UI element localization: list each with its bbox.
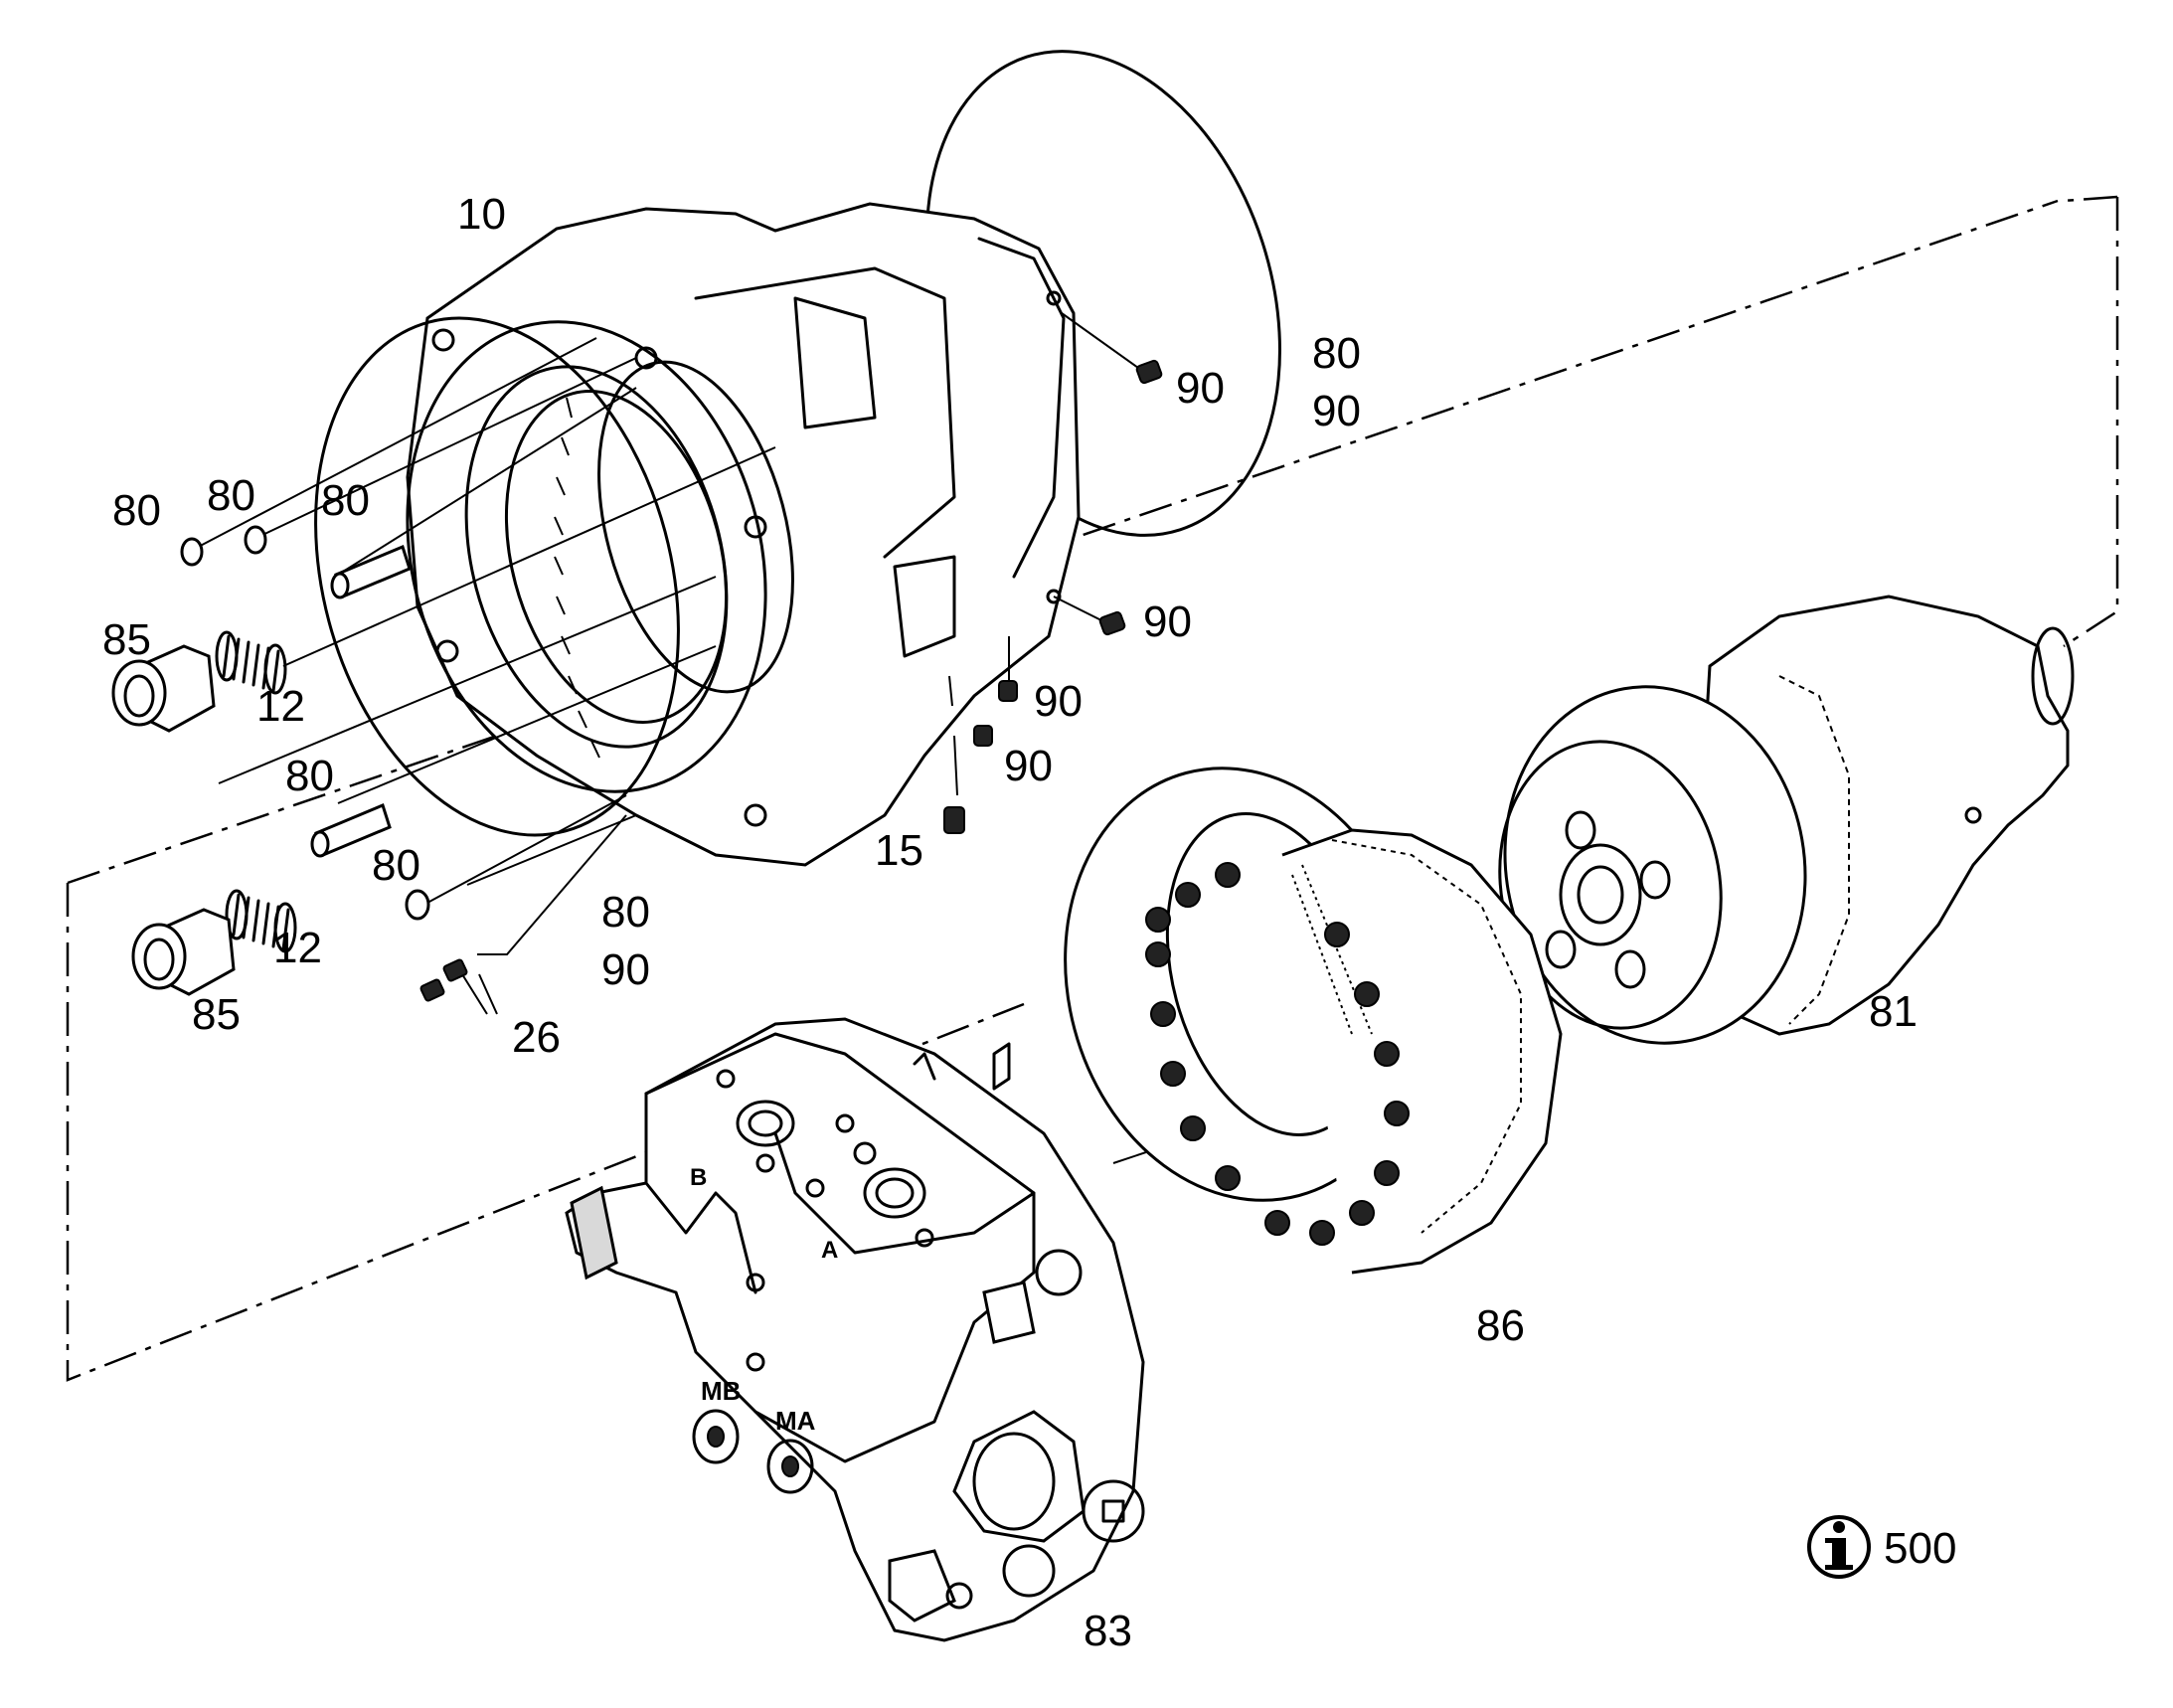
- label-80-mid: 80: [285, 752, 334, 800]
- ring-86: [1064, 767, 1563, 1275]
- plug-15: [943, 806, 965, 834]
- label-80-low2: 80: [601, 888, 650, 937]
- label-26: 26: [512, 1013, 561, 1062]
- info-icon: [1807, 1515, 1871, 1579]
- label-12-top: 12: [256, 682, 305, 731]
- port-label-mb: MB: [701, 1376, 741, 1406]
- plug-90-mid: [1098, 610, 1126, 636]
- part-labels: 10 80 90 90 80 80 80 85 12 90 90 90 80 1…: [102, 190, 1918, 1655]
- label-15: 15: [875, 826, 923, 875]
- label-80-left2: 80: [207, 471, 255, 520]
- valve-block-83: B A MB MA: [565, 1017, 1145, 1642]
- info-reference: 500: [1807, 1515, 1956, 1579]
- label-90-low: 90: [601, 945, 650, 994]
- label-500: 500: [1884, 1524, 1956, 1573]
- label-85-top: 85: [102, 615, 151, 664]
- label-86: 86: [1476, 1301, 1525, 1350]
- washer-80-c: [405, 889, 430, 921]
- piston-85-low: [131, 908, 236, 996]
- label-85-low: 85: [192, 990, 241, 1039]
- label-80-low: 80: [372, 841, 420, 890]
- label-80-top: 80: [1312, 329, 1361, 378]
- plug-90-top: [1135, 359, 1163, 385]
- ring-bolt-holes: [1145, 862, 1410, 1246]
- planet-carrier-81: [1498, 595, 2075, 1045]
- spring-12-top: [215, 630, 287, 695]
- housing-gear-teeth: [554, 397, 600, 759]
- label-90-c: 90: [1034, 677, 1083, 726]
- plug-90-c: [973, 725, 993, 747]
- label-90-d: 90: [1004, 742, 1053, 790]
- pin-low: [310, 802, 392, 858]
- port-label-ma: MA: [775, 1406, 816, 1436]
- washer-80-b: [244, 525, 267, 555]
- washer-80-a: [180, 537, 204, 567]
- label-10: 10: [457, 190, 506, 239]
- set-screws-26: [419, 958, 468, 1002]
- port-label-a: A: [821, 1237, 838, 1264]
- o-ring-left: [314, 316, 680, 837]
- label-90-b: 90: [1143, 598, 1192, 646]
- label-83: 83: [1084, 1607, 1132, 1655]
- port-label-b: B: [690, 1164, 707, 1191]
- piston-85-top: [111, 644, 216, 733]
- label-90-a: 90: [1176, 364, 1225, 413]
- assembly-boundary: [66, 195, 2119, 1382]
- label-12-low: 12: [273, 924, 322, 972]
- housing-part: [406, 202, 1081, 867]
- spring-12-low: [225, 889, 297, 953]
- label-80-left3: 80: [321, 476, 370, 525]
- plug-90-b: [998, 680, 1018, 702]
- label-80-left1: 80: [112, 486, 161, 535]
- label-81: 81: [1869, 987, 1918, 1036]
- label-90-top: 90: [1312, 387, 1361, 435]
- pin-top: [330, 544, 412, 599]
